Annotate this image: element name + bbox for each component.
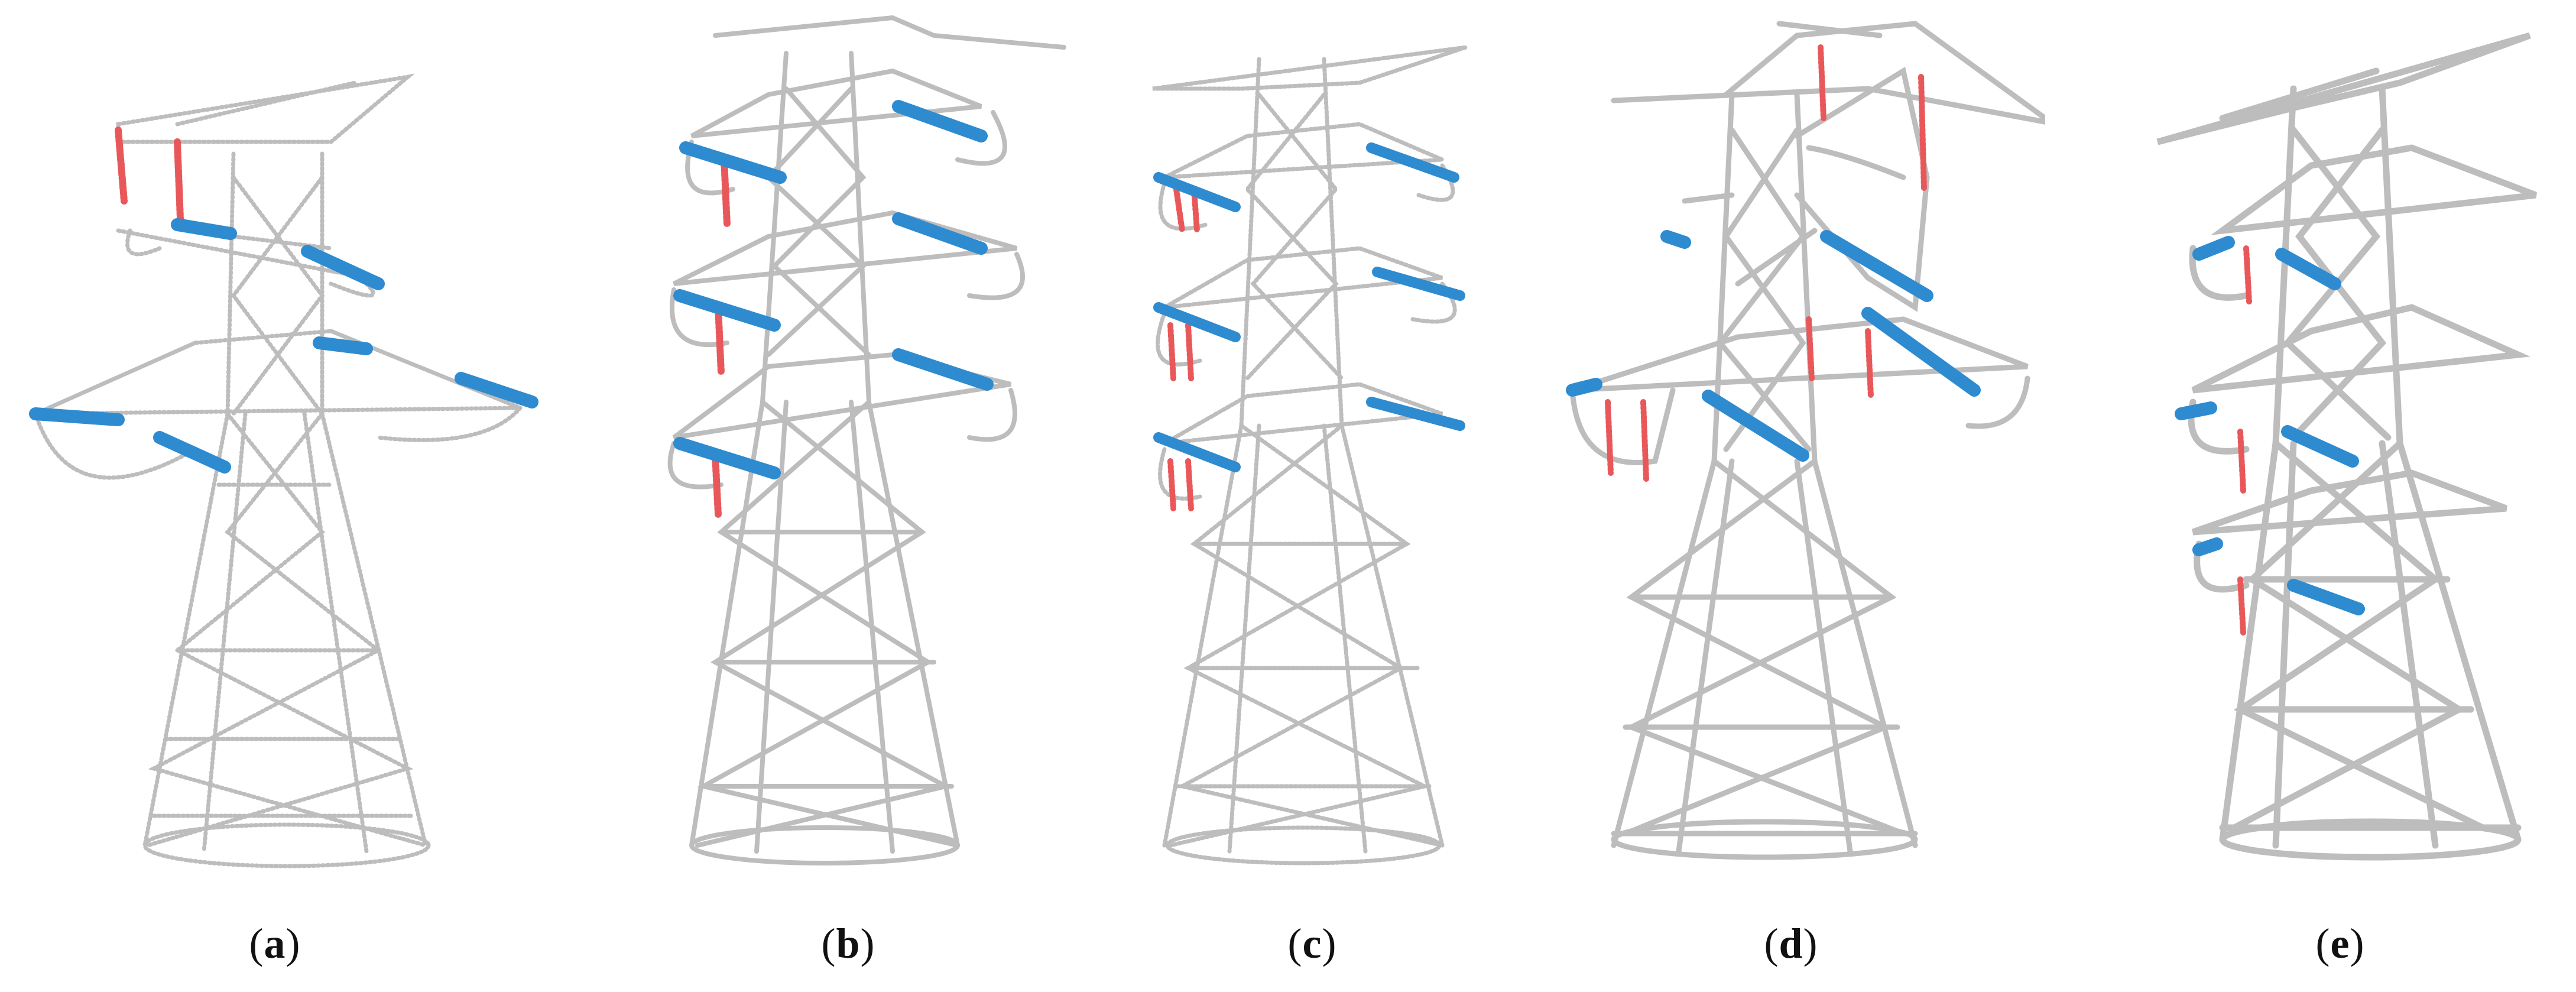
panel-d: (d) [1537, 0, 2045, 992]
tower-d-horizontal-insulators [1566, 230, 1981, 462]
tower-c-horizontal-insulators [1153, 142, 1465, 472]
tower-c-point-cloud [1152, 45, 1467, 865]
tower-a-lattice [33, 73, 523, 868]
tower-b-horizontal-insulators [673, 100, 994, 479]
caption-e: (e) [2315, 920, 2365, 967]
tower-e-horizontal-insulators [2175, 236, 2365, 615]
tower-d-insulators [1566, 44, 1981, 482]
panel-b: (b) [615, 0, 1082, 992]
tower-b-point-cloud [667, 15, 1066, 865]
tower-c-insulators [1153, 142, 1465, 511]
panel-a: (a) [0, 0, 550, 992]
tower-a-vertical-insulators [115, 127, 184, 222]
panel-e: (e) [2104, 0, 2576, 992]
tower-a-point-cloud [29, 73, 538, 868]
caption-d: (d) [1764, 920, 1818, 967]
caption-c: (c) [1287, 920, 1337, 967]
caption-b: (b) [821, 920, 875, 967]
tower-e-point-cloud [2156, 32, 2537, 861]
tower-c-lattice [1152, 45, 1467, 865]
tower-d-lattice [1569, 21, 2045, 860]
tower-b-vertical-insulators [712, 156, 731, 518]
tower-c-vertical-insulators [1167, 186, 1200, 511]
tower-e-vertical-insulators [2237, 245, 2252, 636]
tower-a-horizontal-insulators [29, 218, 538, 474]
tower-b-insulators [673, 100, 994, 518]
tower-e-insulators [2175, 236, 2365, 636]
tower-e-lattice [2156, 32, 2537, 861]
tower-d-vertical-insulators [1605, 44, 1927, 482]
tower-a-insulators [29, 127, 538, 474]
caption-a: (a) [249, 920, 301, 967]
panel-c: (c) [1111, 0, 1513, 992]
tower-b-lattice [667, 15, 1066, 865]
tower-d-point-cloud [1566, 21, 2045, 860]
